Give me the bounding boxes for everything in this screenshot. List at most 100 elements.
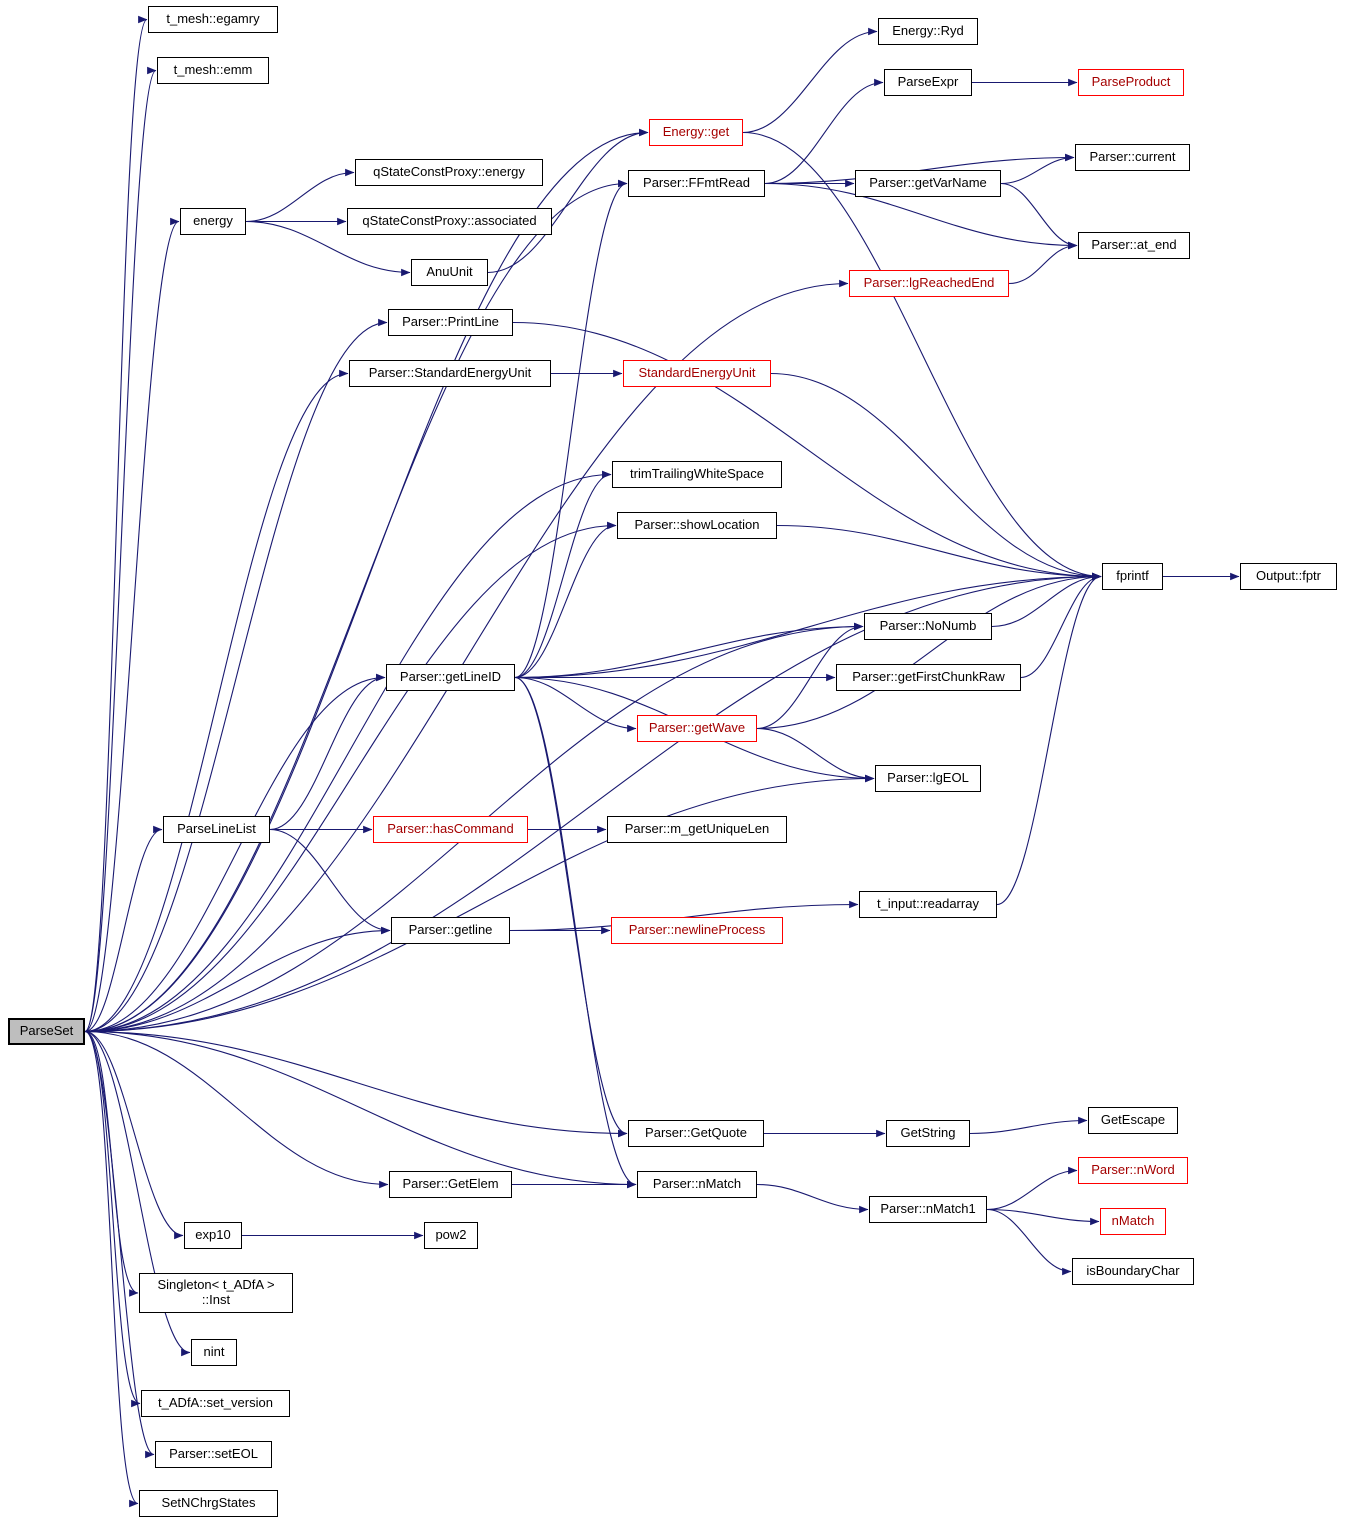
graph-node-ffmtread[interactable]: Parser::FFmtRead [628, 170, 765, 197]
graph-node-nword[interactable]: Parser::nWord [1078, 1157, 1188, 1184]
edge-getfirstchunkraw-to-fprintf [1020, 572, 1102, 679]
graph-node-mgetuniquelen[interactable]: Parser::m_getUniqueLen [607, 816, 787, 843]
graph-node-nmatch[interactable]: Parser::nMatch [637, 1171, 757, 1198]
graph-node-label: Parser::getWave [648, 720, 746, 736]
graph-node-label: Parser::GetQuote [645, 1125, 747, 1141]
graph-node-label: StandardEnergyUnit [638, 365, 756, 381]
graph-node-getvarname[interactable]: Parser::getVarName [855, 170, 1001, 197]
graph-node-label: GetString [900, 1125, 956, 1141]
graph-node-label: Parser::nMatch1 [880, 1201, 976, 1217]
graph-node-nonumb[interactable]: Parser::NoNumb [864, 613, 992, 640]
graph-node-anuunit[interactable]: AnuUnit [411, 259, 488, 286]
graph-node-lgeol[interactable]: Parser::lgEOL [875, 765, 981, 792]
graph-node-newlineprocess[interactable]: Parser::newlineProcess [611, 917, 783, 944]
edge-parseset-to-setnchrgstates [84, 1030, 139, 1508]
graph-node-parseset[interactable]: ParseSet [8, 1018, 85, 1045]
graph-node-isboundarychar[interactable]: isBoundaryChar [1072, 1258, 1194, 1285]
edge-parseset-to-trimtrailing [84, 470, 612, 1033]
graph-node-energyget[interactable]: Energy::get [649, 119, 743, 146]
graph-node-nmatch_red[interactable]: nMatch [1100, 1208, 1166, 1235]
graph-node-parseexpr[interactable]: ParseExpr [884, 69, 972, 96]
edge-parselinelist-to-getline [269, 828, 391, 935]
edge-parseset-to-exp10 [84, 1030, 184, 1240]
graph-node-label: ParseProduct [1091, 74, 1171, 90]
graph-node-setversion[interactable]: t_ADfA::set_version [141, 1390, 290, 1417]
edge-parseset-to-ffmtread [84, 179, 628, 1033]
graph-node-stdenergyunit[interactable]: Parser::StandardEnergyUnit [349, 360, 551, 387]
graph-node-getelem[interactable]: Parser::GetElem [389, 1171, 512, 1198]
graph-node-label: exp10 [195, 1227, 231, 1243]
graph-node-label: Parser::PrintLine [402, 314, 499, 330]
graph-node-label: Output::fptr [1255, 568, 1322, 584]
graph-node-setnchrgstates[interactable]: SetNChrgStates [139, 1490, 278, 1517]
graph-node-getstring[interactable]: GetString [886, 1120, 970, 1147]
edge-ffmtread-to-parseexpr [764, 78, 884, 185]
graph-node-label: t_ADfA::set_version [158, 1395, 273, 1411]
graph-node-label: GetEscape [1100, 1112, 1166, 1128]
graph-node-label: Parser::getFirstChunkRaw [852, 669, 1005, 685]
graph-node-energy[interactable]: energy [180, 208, 246, 235]
graph-node-label: fprintf [1116, 568, 1149, 584]
graph-node-getquote[interactable]: Parser::GetQuote [628, 1120, 764, 1147]
graph-node-nint[interactable]: nint [191, 1339, 237, 1366]
graph-node-parselinelist[interactable]: ParseLineList [163, 816, 270, 843]
graph-node-label: Parser::FFmtRead [643, 175, 750, 191]
graph-node-getline[interactable]: Parser::getline [391, 917, 510, 944]
edge-parseset-to-setversion [84, 1030, 141, 1408]
edge-getvarname-to-current [1000, 153, 1075, 185]
graph-node-showlocation[interactable]: Parser::showLocation [617, 512, 777, 539]
graph-node-parseproduct[interactable]: ParseProduct [1078, 69, 1184, 96]
graph-node-label: Parser::lgEOL [887, 770, 969, 786]
edge-nmatch1-to-nword [986, 1166, 1078, 1211]
graph-node-label: Parser::showLocation [634, 517, 760, 533]
graph-node-stdenergyunit2[interactable]: StandardEnergyUnit [623, 360, 771, 387]
graph-node-qscp_assoc[interactable]: qStateConstProxy::associated [347, 208, 552, 235]
graph-node-label: ParseLineList [177, 821, 256, 837]
edge-energy-to-qscp_energy [245, 168, 355, 223]
edge-parseset-to-nmatch [84, 1030, 637, 1189]
graph-node-current[interactable]: Parser::current [1075, 144, 1190, 171]
graph-node-label: Parser::setEOL [169, 1446, 258, 1462]
edge-parseset-to-getline [84, 926, 391, 1033]
graph-node-label: ParseExpr [897, 74, 959, 90]
graph-node-printline[interactable]: Parser::PrintLine [388, 309, 513, 336]
edge-group [84, 16, 1240, 1508]
graph-node-fprintf[interactable]: fprintf [1102, 563, 1163, 590]
graph-node-nmatch1[interactable]: Parser::nMatch1 [869, 1196, 987, 1223]
graph-node-qscp_energy[interactable]: qStateConstProxy::energy [355, 159, 543, 186]
graph-node-ryd[interactable]: Energy::Ryd [878, 18, 978, 45]
edge-parseset-to-stdenergyunit [84, 369, 349, 1033]
edge-parseset-to-parselinelist [84, 825, 163, 1033]
edge-stdenergyunit2-to-fprintf [770, 372, 1102, 581]
graph-node-label: Parser::m_getUniqueLen [624, 821, 770, 837]
graph-node-hascommand[interactable]: Parser::hasCommand [373, 816, 528, 843]
graph-node-label: nMatch [1111, 1213, 1155, 1229]
graph-node-getwave[interactable]: Parser::getWave [637, 715, 757, 742]
edge-parseset-to-lgreachedend [84, 279, 849, 1033]
graph-node-label: Parser::GetElem [402, 1176, 499, 1192]
graph-node-readarray[interactable]: t_input::readarray [859, 891, 997, 918]
graph-node-seteol[interactable]: Parser::setEOL [155, 1441, 272, 1468]
graph-node-label: Parser::at_end [1091, 237, 1177, 253]
graph-node-label: SetNChrgStates [161, 1495, 256, 1511]
graph-node-trimtrailing[interactable]: trimTrailingWhiteSpace [612, 461, 782, 488]
graph-node-emm[interactable]: t_mesh::emm [157, 57, 269, 84]
edge-printline-to-fprintf [512, 321, 1102, 581]
edge-showlocation-to-fprintf [776, 524, 1102, 581]
graph-node-egamry[interactable]: t_mesh::egamry [148, 6, 278, 33]
edge-getvarname-to-atend [1000, 182, 1078, 250]
graph-node-fptr[interactable]: Output::fptr [1240, 563, 1337, 590]
graph-node-getescape[interactable]: GetEscape [1088, 1107, 1178, 1134]
graph-node-getlineid[interactable]: Parser::getLineID [386, 664, 515, 691]
graph-node-exp10[interactable]: exp10 [184, 1222, 242, 1249]
graph-node-getfirstchunkraw[interactable]: Parser::getFirstChunkRaw [836, 664, 1021, 691]
graph-node-label: t_mesh::emm [173, 62, 253, 78]
edge-getlineid-to-trimtrailing [514, 470, 612, 679]
graph-node-atend[interactable]: Parser::at_end [1078, 232, 1190, 259]
edge-energy-to-anuunit [245, 220, 411, 277]
graph-node-pow2[interactable]: pow2 [424, 1222, 478, 1249]
graph-node-singleton_inst[interactable]: Singleton< t_ADfA > ::Inst [139, 1273, 293, 1313]
graph-node-lgreachedend[interactable]: Parser::lgReachedEnd [849, 270, 1009, 297]
